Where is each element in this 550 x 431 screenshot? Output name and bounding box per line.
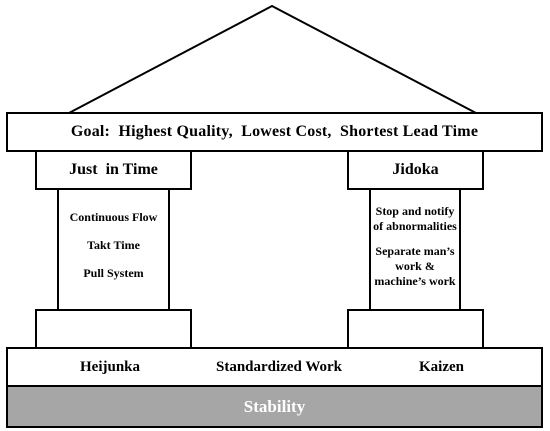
pillar-title-jidoka: Jidoka bbox=[392, 161, 439, 178]
roof-outline bbox=[68, 4, 477, 114]
pillar-base-just-in-time bbox=[35, 309, 192, 349]
pillar-shaft-just-in-time: Continuous Flow Takt Time Pull System bbox=[57, 188, 170, 311]
pillar-item: Separate man’s work & machine’s work bbox=[374, 244, 456, 288]
foundation-item-heijunka: Heijunka bbox=[80, 359, 141, 375]
stability-label: Stability bbox=[243, 396, 306, 416]
goal-text: Goal: Highest Quality, Lowest Cost, Shor… bbox=[70, 123, 479, 140]
stability-base: Stability bbox=[6, 385, 543, 428]
pillar-item: Continuous Flow bbox=[69, 210, 158, 224]
pillar-item: Takt Time bbox=[87, 238, 140, 252]
foundation-beam: Heijunka Standardized Work Kaizen bbox=[6, 347, 543, 387]
pillar-title-just-in-time: Just in Time bbox=[69, 161, 158, 178]
pillar-item: Stop and notify of abnormalities bbox=[373, 204, 457, 233]
pillar-base-jidoka bbox=[347, 309, 484, 349]
goal-beam: Goal: Highest Quality, Lowest Cost, Shor… bbox=[6, 112, 543, 152]
pillar-cap-jidoka: Jidoka bbox=[347, 150, 484, 190]
pillar-shaft-jidoka: Stop and notify of abnormalities Separat… bbox=[369, 188, 461, 311]
pillar-item: Pull System bbox=[83, 266, 144, 280]
roof bbox=[68, 4, 477, 114]
foundation-item-kaizen: Kaizen bbox=[419, 359, 464, 375]
foundation-item-standardized-work: Standardized Work bbox=[216, 359, 342, 375]
pillar-cap-just-in-time: Just in Time bbox=[35, 150, 192, 190]
